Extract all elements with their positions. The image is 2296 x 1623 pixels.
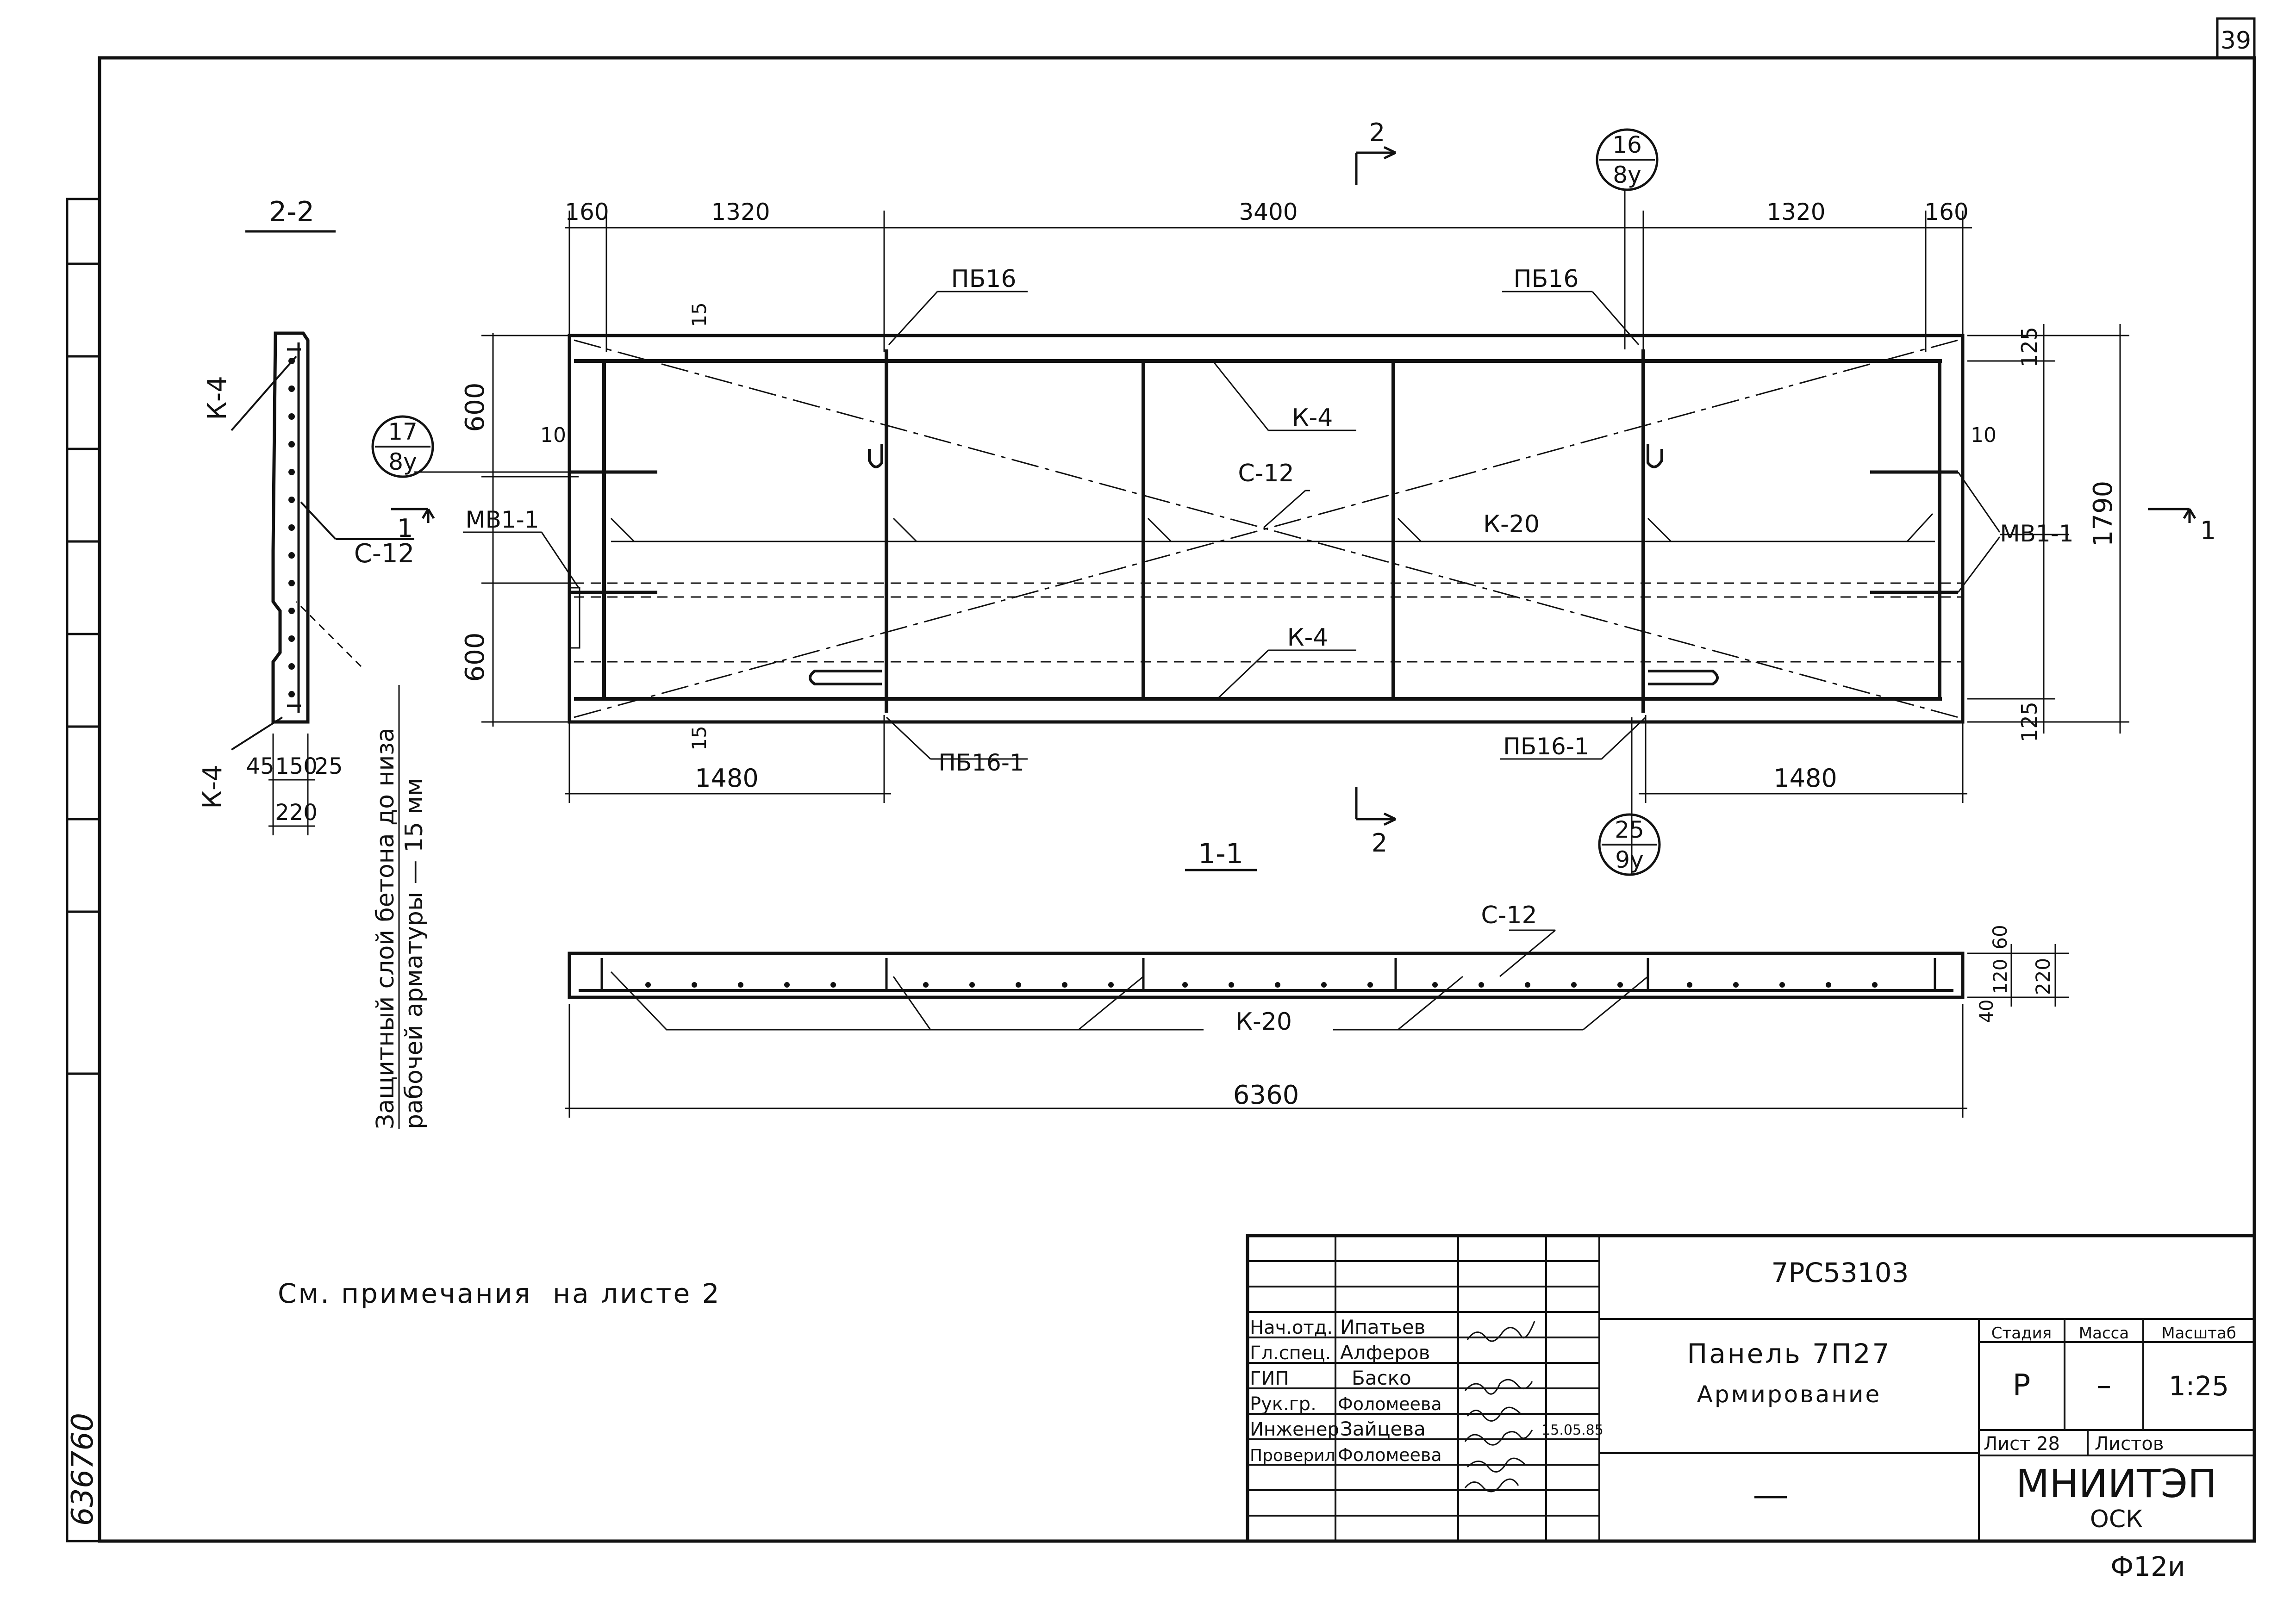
node-25-sheet: 9у <box>1615 846 1643 873</box>
sheet-number: 39 <box>2221 27 2251 55</box>
archive-number: 636760 <box>66 1413 100 1526</box>
cover-note-line2: рабочей арматуры — 15 мм <box>400 778 428 1129</box>
section-2-2-title: 2-2 <box>269 196 314 228</box>
dim-bottom-1480-right: 1480 <box>1773 764 1837 793</box>
drawing-name-line2: Армирование <box>1697 1381 1882 1408</box>
label-pb16-left: ПБ16 <box>951 265 1017 293</box>
node-16-sheet: 8у <box>1613 162 1641 188</box>
section-1-1-k20: К-20 <box>1235 1008 1292 1036</box>
node-17-sheet: 8у <box>388 448 417 475</box>
dim-top-160-left: 160 <box>565 199 609 225</box>
node-25-num: 25 <box>1615 816 1644 843</box>
dim-top-160-right: 160 <box>1924 199 1968 225</box>
panel-outline <box>568 334 1965 724</box>
dim-150: 150 <box>275 753 318 779</box>
mass-value: – <box>2096 1368 2111 1403</box>
node-16-num: 16 <box>1612 131 1642 158</box>
stage-value: Р <box>2013 1368 2031 1403</box>
section-1-1-c12: С-12 <box>1481 902 1537 929</box>
section-2-2-c12: С-12 <box>354 539 415 569</box>
mass-header: Масса <box>2079 1324 2129 1343</box>
cut-mark-2-top: 2 <box>1369 118 1385 147</box>
dim-120: 120 <box>1990 959 2011 994</box>
cut-mark-2-bottom: 2 <box>1372 828 1387 858</box>
section-1-1-outline <box>568 951 1965 999</box>
section-1-1-length: 6360 <box>1233 1080 1299 1110</box>
label-pb16-1-right: ПБ16-1 <box>1503 733 1589 760</box>
dim-25: 25 <box>314 753 343 779</box>
dim-right-1790: 1790 <box>2088 481 2118 547</box>
role-5: Инженер <box>1250 1419 1339 1440</box>
label-k20: К-20 <box>1483 510 1540 538</box>
cut-mark-1-right: 1 <box>2200 516 2216 545</box>
dim-left-600-top: 600 <box>460 383 490 432</box>
cover-note-line1: Защитный слой бетона до низа <box>372 728 399 1129</box>
dim-right-125-bottom: 125 <box>2017 702 2042 742</box>
node-callout-16-8u <box>1596 128 1659 191</box>
date-value: 15.05.85 <box>1541 1422 1603 1438</box>
section-2-2-k4-bottom: К-4 <box>198 765 228 809</box>
dim-top-3400: 3400 <box>1239 199 1298 225</box>
title-block <box>1246 1234 2256 1543</box>
label-mb1-1-right: МВ1-1 <box>2000 520 2073 547</box>
section-1-1-title: 1-1 <box>1198 838 1243 870</box>
name-4: Фоломеева <box>1338 1394 1442 1414</box>
role-2: Гл.спец. <box>1250 1343 1331 1364</box>
dim-right-125-top: 125 <box>2017 327 2042 367</box>
dim-45: 45 <box>246 753 274 779</box>
organization-name: МНИИТЭП <box>2016 1461 2217 1506</box>
role-4: Рук.гр. <box>1250 1393 1316 1415</box>
scale-value: 1:25 <box>2169 1370 2229 1402</box>
dim-60: 60 <box>1989 925 2011 949</box>
dim-left-600-bottom: 600 <box>460 633 490 682</box>
dim-40: 40 <box>1976 1000 1997 1023</box>
sheets-label: Листов <box>2095 1433 2164 1455</box>
panel-plan <box>371 128 2196 876</box>
dim-220-section: 220 <box>2032 958 2054 995</box>
title-block-code: 7РС53103 <box>1772 1257 1909 1288</box>
role-3: ГИП <box>1250 1368 1289 1389</box>
dim-top-1320-left: 1320 <box>711 199 770 225</box>
dim-15-bottom: 15 <box>688 726 711 750</box>
label-k4-bottom: К-4 <box>1287 624 1329 652</box>
dim-bottom-1480-left: 1480 <box>695 764 758 793</box>
name-6: Фоломеева <box>1338 1445 1442 1465</box>
section-2-2-k4-top: К-4 <box>202 376 232 420</box>
role-1: Нач.отд. <box>1250 1317 1333 1338</box>
sheet-frame <box>66 17 2256 1543</box>
label-k4-top: К-4 <box>1292 404 1333 432</box>
drawing-name-line1: Панель 7П27 <box>1687 1338 1891 1369</box>
node-17-num: 17 <box>388 418 418 445</box>
cut-mark-1-left: 1 <box>397 514 413 543</box>
label-mb1-1-left: МВ1-1 <box>465 506 539 533</box>
role-6: Проверил <box>1250 1446 1335 1465</box>
organization-sub: ОСК <box>2090 1505 2143 1533</box>
name-2: Алферов <box>1340 1341 1430 1364</box>
name-5: Зайцева <box>1340 1418 1426 1440</box>
node-callout-25-9u <box>1598 813 1661 876</box>
label-c12: С-12 <box>1238 460 1294 487</box>
name-1: Ипатьев <box>1340 1316 1425 1338</box>
dim-15-top: 15 <box>688 302 711 327</box>
node-callout-17-8u <box>371 415 434 478</box>
stage-header: Стадия <box>1991 1324 2052 1343</box>
format-label: Ф12и <box>2110 1551 2185 1582</box>
dim-220: 220 <box>275 800 318 826</box>
dim-10-right: 10 <box>1971 423 1997 447</box>
dim-10-left: 10 <box>540 423 566 447</box>
label-pb16-1-left: ПБ16-1 <box>938 749 1024 776</box>
dim-top-1320-right: 1320 <box>1766 199 1825 225</box>
scale-header: Масштаб <box>2161 1324 2236 1343</box>
section-2-2: 2-2 <box>231 196 414 835</box>
note-text: См. примечания на листе 2 <box>278 1278 721 1309</box>
label-pb16-right: ПБ16 <box>1514 265 1579 293</box>
section-2-2-outline <box>271 331 310 724</box>
sheet-label: Лист 28 <box>1984 1433 2060 1455</box>
section-1-1 <box>565 869 2069 1118</box>
name-3: Баско <box>1352 1367 1411 1389</box>
